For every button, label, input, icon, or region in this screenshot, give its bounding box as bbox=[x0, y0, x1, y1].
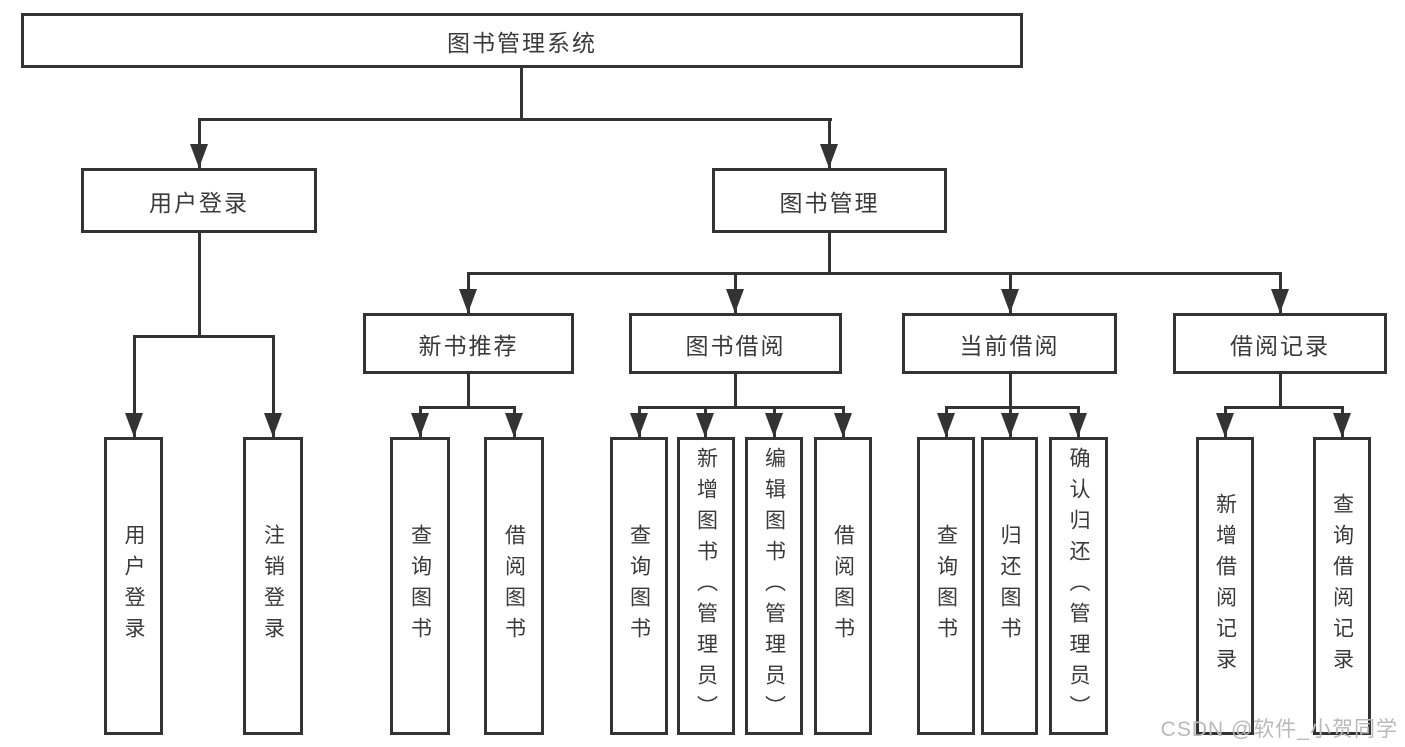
node-label: 新增借阅记录 bbox=[1213, 493, 1237, 679]
node-branch-book-management: 图书管理 bbox=[712, 168, 947, 233]
arrow-stem bbox=[272, 336, 275, 437]
arrowhead-down-icon bbox=[411, 413, 429, 437]
arrowhead-down-icon bbox=[937, 413, 955, 437]
node-label: 查询图书 bbox=[934, 524, 958, 648]
connector-vline bbox=[734, 374, 737, 409]
connector-vline bbox=[828, 233, 831, 275]
node-group-borrowing-records: 借阅记录 bbox=[1173, 313, 1387, 374]
arrowhead-down-icon bbox=[1216, 413, 1234, 437]
node-group-current-borrowing: 当前借阅 bbox=[902, 313, 1117, 374]
node-leaf-logout: 注销登录 bbox=[243, 437, 303, 735]
node-label: 用户登录 bbox=[149, 189, 249, 216]
node-label: 借阅记录 bbox=[1230, 332, 1330, 359]
arrowhead-down-icon bbox=[459, 289, 477, 313]
connector-vline bbox=[1009, 374, 1012, 409]
node-label: 用户登录 bbox=[122, 524, 145, 648]
arrow-stem bbox=[198, 119, 201, 168]
node-group-new-book-recommend: 新书推荐 bbox=[363, 313, 574, 374]
node-group-book-borrowing: 图书借阅 bbox=[629, 313, 842, 374]
node-label: 编辑图书（管理员） bbox=[762, 446, 786, 726]
arrowhead-down-icon bbox=[1001, 413, 1019, 437]
csdn-watermark: CSDN @软件_小贺同学 bbox=[1160, 718, 1398, 741]
connector-hline bbox=[133, 335, 275, 338]
arrowhead-down-icon bbox=[505, 413, 523, 437]
node-label: 新书推荐 bbox=[418, 332, 519, 359]
node-leaf-confirm-return-admin: 确认归还（管理员） bbox=[1049, 437, 1108, 735]
arrowhead-down-icon bbox=[820, 144, 838, 168]
arrowhead-down-icon bbox=[696, 413, 714, 437]
node-label: 借阅图书 bbox=[831, 524, 855, 648]
node-label: 当前借阅 bbox=[959, 332, 1060, 359]
connector-hline bbox=[638, 406, 845, 409]
arrowhead-down-icon bbox=[1069, 413, 1087, 437]
node-label: 查询借阅记录 bbox=[1330, 493, 1354, 679]
arrowhead-down-icon bbox=[190, 144, 208, 168]
arrow-stem bbox=[828, 119, 831, 168]
node-root-library-system: 图书管理系统 bbox=[21, 13, 1023, 68]
node-leaf-borrow-books-recommend: 借阅图书 bbox=[484, 437, 544, 735]
node-label: 查询图书 bbox=[408, 524, 432, 648]
node-label: 图书管理 bbox=[779, 189, 880, 216]
connector-hline bbox=[945, 406, 1080, 409]
node-leaf-edit-books-admin: 编辑图书（管理员） bbox=[745, 437, 803, 735]
arrowhead-down-icon bbox=[1333, 413, 1351, 437]
connector-hline bbox=[467, 272, 1282, 275]
arrowhead-down-icon bbox=[765, 413, 783, 437]
connector-vline bbox=[1279, 374, 1282, 409]
arrowhead-down-icon bbox=[125, 413, 143, 437]
connector-hline bbox=[198, 118, 832, 121]
arrowhead-down-icon bbox=[1001, 289, 1019, 313]
node-leaf-query-borrow-record: 查询借阅记录 bbox=[1313, 437, 1371, 735]
node-leaf-query-books-borrowing: 查询图书 bbox=[610, 437, 668, 735]
node-leaf-query-books-current: 查询图书 bbox=[917, 437, 975, 735]
node-leaf-return-books: 归还图书 bbox=[981, 437, 1038, 735]
arrow-stem bbox=[133, 336, 136, 437]
arrowhead-down-icon bbox=[630, 413, 648, 437]
node-leaf-add-borrow-record: 新增借阅记录 bbox=[1196, 437, 1254, 735]
arrowhead-down-icon bbox=[834, 413, 852, 437]
arrowhead-down-icon bbox=[1271, 289, 1289, 313]
node-branch-user-login: 用户登录 bbox=[81, 168, 317, 233]
node-label: 图书借阅 bbox=[685, 332, 786, 359]
node-label: 图书管理系统 bbox=[447, 29, 597, 56]
arrowhead-down-icon bbox=[726, 289, 744, 313]
node-label: 查询图书 bbox=[627, 524, 651, 648]
node-leaf-user-login: 用户登录 bbox=[104, 437, 163, 735]
connector-vline bbox=[467, 374, 470, 409]
node-label: 归还图书 bbox=[998, 524, 1021, 648]
node-leaf-add-books-admin: 新增图书（管理员） bbox=[677, 437, 735, 735]
connector-vline bbox=[520, 68, 523, 121]
node-leaf-borrow-books-borrowing: 借阅图书 bbox=[814, 437, 872, 735]
node-label: 注销登录 bbox=[261, 524, 285, 648]
node-label: 借阅图书 bbox=[502, 524, 526, 648]
node-label: 确认归还（管理员） bbox=[1067, 446, 1090, 726]
node-label: 新增图书（管理员） bbox=[694, 446, 718, 726]
connector-vline bbox=[198, 233, 201, 338]
node-leaf-query-books-recommend: 查询图书 bbox=[390, 437, 450, 735]
arrowhead-down-icon bbox=[264, 413, 282, 437]
connector-hline bbox=[1224, 406, 1344, 409]
